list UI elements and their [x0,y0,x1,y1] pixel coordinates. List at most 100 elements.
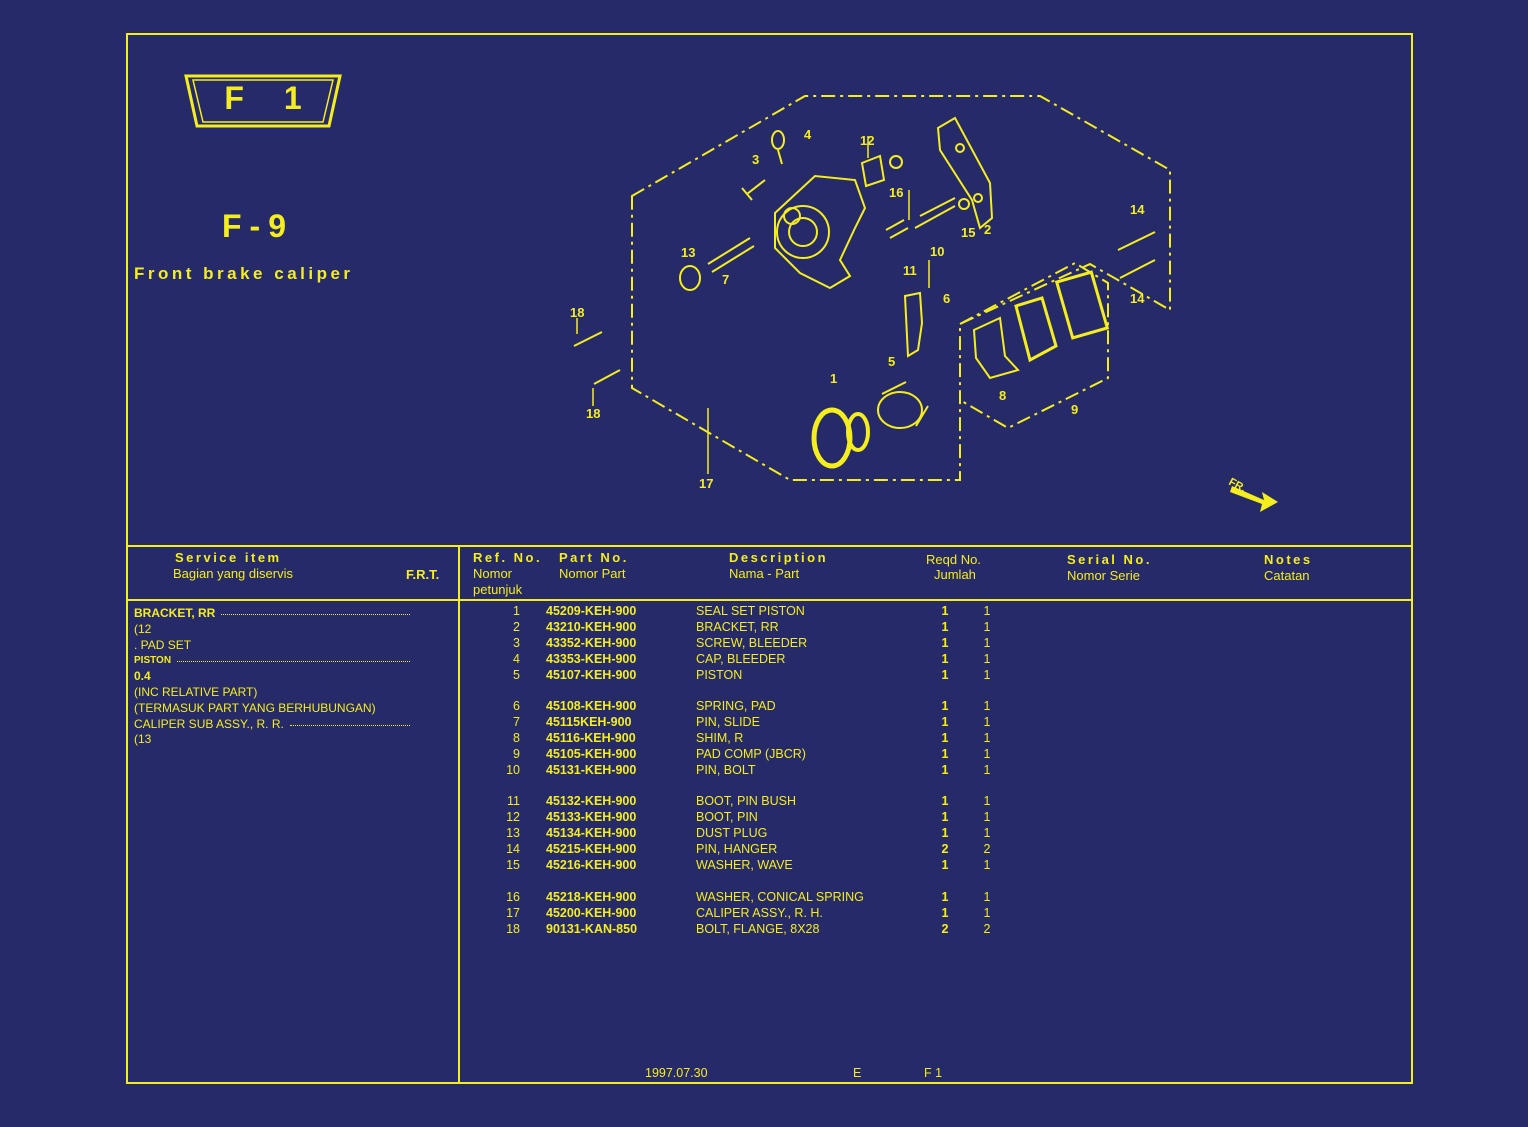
part-description: BOOT, PIN BUSH [696,794,797,808]
frt-header: F.R.T. [406,567,440,582]
part-qty: 1 [941,747,949,761]
col-notes-id: Catatan [1264,568,1310,583]
direction-arrow-icon [1230,486,1278,512]
part-ref: 13 [506,826,520,840]
part-number: 45107-KEH-900 [546,668,637,682]
part-number: 45116-KEH-900 [546,731,636,745]
part-qty-alt: 1 [983,715,991,729]
part-qty: 2 [941,842,949,856]
service-header-en: Service item [175,550,282,565]
service-item: (INC RELATIVE PART) [134,684,258,699]
part-number: 45218-KEH-900 [546,890,637,904]
part-description: WASHER, WAVE [696,858,793,872]
callout-12: 12 [860,133,874,148]
part-description: PIN, HANGER [696,842,778,856]
part-qty-alt: 2 [983,842,991,856]
callout-4: 4 [804,127,812,142]
col-qty-id: Jumlah [934,567,976,582]
part-number: 43353-KEH-900 [546,652,637,666]
part-ref: 6 [513,699,520,713]
part-ref: 12 [506,810,520,824]
part-number: 45133-KEH-900 [546,810,637,824]
footer-lang: E [853,1066,862,1080]
part-number: 45132-KEH-900 [546,794,637,808]
part-description: BRACKET, RR [696,620,779,634]
part-description: WASHER, CONICAL SPRING [696,890,864,904]
callout-14b: 14 [1130,291,1145,306]
callout-6: 6 [943,291,950,306]
part-qty: 1 [941,715,949,729]
part-number: 43352-KEH-900 [546,636,637,650]
part-description: PISTON [696,668,743,682]
service-item: BRACKET, RR [134,606,414,622]
part-qty: 1 [941,763,949,777]
col-ref-en: Ref. No. [473,550,543,565]
part-number: 90131-KAN-850 [546,922,638,936]
part-description: DUST PLUG [696,826,768,840]
page-code-badge: F1 [184,74,342,130]
part-description: SCREW, BLEEDER [696,636,808,650]
part-ref: 7 [513,715,520,729]
col-part-en: Part No. [559,550,629,565]
part-number: 45131-KEH-900 [546,763,637,777]
callout-9: 9 [1071,402,1078,417]
page-frame [126,33,1413,1084]
part-qty-alt: 1 [983,620,991,634]
callout-13: 13 [681,245,695,260]
col-desc-id: Nama - Part [729,566,800,581]
part-qty-alt: 1 [983,763,991,777]
service-item: 0.4 [134,669,151,684]
part-qty: 1 [941,794,949,808]
col-ref-id: Nomor [473,566,513,581]
callout-14a: 14 [1130,202,1145,217]
part-number: 45115KEH-900 [546,715,632,729]
col-serial-id: Nomor Serie [1067,568,1140,583]
part-description: PIN, BOLT [696,763,756,777]
page-code-text: F1 [224,80,342,116]
part-number: 45216-KEH-900 [546,858,637,872]
col-serial-en: Serial No. [1067,552,1152,567]
part-description: SPRING, PAD [696,699,776,713]
callout-3: 3 [752,152,759,167]
service-item-list: BRACKET, RR (12 . PAD SET PISTON 0.4 (IN… [134,606,414,748]
part-qty-alt: 1 [983,906,991,920]
service-item: (12 [134,621,152,636]
service-item: . PAD SET [134,637,192,652]
callout-18b: 18 [586,406,600,421]
part-qty: 1 [941,890,949,904]
part-ref: 3 [513,636,520,650]
part-qty-alt: 1 [983,731,991,745]
callout-11: 11 [903,263,917,278]
part-qty: 1 [941,810,949,824]
part-number: 45200-KEH-900 [546,906,637,920]
part-ref: 8 [513,731,520,745]
part-ref: 4 [513,652,520,666]
callout-8: 8 [999,388,1006,403]
part-qty-alt: 1 [983,794,991,808]
callout-17: 17 [699,476,713,491]
part-description: CALIPER ASSY., R. H. [696,906,823,920]
part-number: 43210-KEH-900 [546,620,637,634]
part-ref: 2 [513,620,520,634]
part-qty-alt: 1 [983,699,991,713]
part-description: SEAL SET PISTON [696,604,805,618]
part-ref: 18 [506,922,520,936]
part-qty-alt: 2 [983,922,991,936]
service-item: PISTON [134,653,414,669]
part-qty: 1 [941,826,949,840]
part-qty: 1 [941,620,949,634]
part-qty: 1 [941,652,949,666]
part-qty-alt: 1 [983,604,991,618]
callout-10: 10 [930,244,944,259]
